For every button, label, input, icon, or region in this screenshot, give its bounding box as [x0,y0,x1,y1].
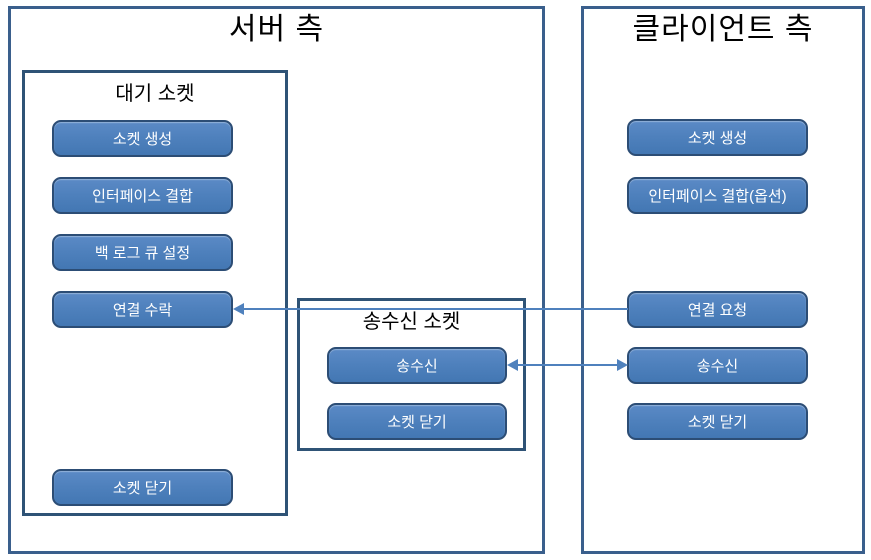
client-side-title: 클라이언트 측 [632,13,814,46]
server-sr-step-close-socket: 소켓 닫기 [327,403,507,440]
listen-socket-box-title: 대기 소켓 [115,83,195,105]
connect-request-arrow-line [242,308,628,310]
send-receive-arrowhead-left-icon [507,359,518,371]
server-step-create-socket: 소켓 생성 [52,120,233,157]
server-side-title: 서버 측 [228,13,325,46]
server-sr-step-send-receive: 송수신 [327,347,507,384]
send-receive-arrow-line [516,364,618,366]
send-receive-socket-box [297,298,526,451]
server-step-close-socket: 소켓 닫기 [52,469,233,506]
client-step-close-socket: 소켓 닫기 [627,403,808,440]
connect-request-arrowhead-icon [233,303,244,315]
client-step-send-receive: 송수신 [627,347,808,384]
client-step-create-socket: 소켓 생성 [627,119,808,156]
listen-socket-box [22,70,288,516]
server-step-accept-connection: 연결 수락 [52,291,233,328]
send-receive-arrowhead-right-icon [617,359,628,371]
server-side-frame [8,6,545,554]
server-step-set-backlog-queue: 백 로그 큐 설정 [52,234,233,271]
client-side-frame [581,6,865,554]
client-step-connect-request: 연결 요청 [627,291,808,328]
send-receive-socket-box-title: 송수신 소켓 [362,311,461,333]
server-step-bind-interface: 인터페이스 결합 [52,177,233,214]
client-step-bind-interface-optional: 인터페이스 결합(옵션) [627,177,808,214]
